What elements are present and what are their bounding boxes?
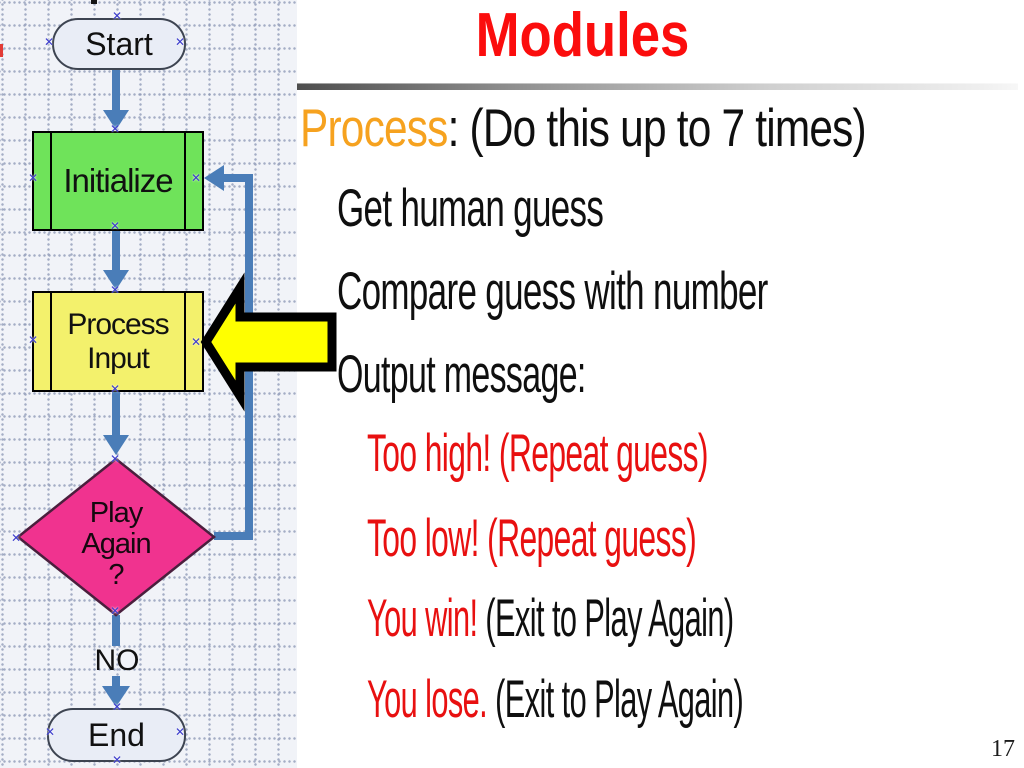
selection-handle-icon: ✕ [28, 171, 39, 185]
body-line-too-high: Too high! (Repeat guess) [367, 424, 709, 483]
body-line-output-message: Output message: [337, 345, 586, 404]
selection-handle-icon: ✕ [112, 9, 123, 23]
selection-handle-icon: ✕ [45, 725, 56, 739]
selection-handle-icon: ✕ [110, 604, 121, 618]
you-win-rest: (Exit to Play Again) [477, 589, 734, 648]
start-node-label: Start [85, 25, 153, 62]
selection-handle-icon: ✕ [28, 333, 39, 347]
initialize-node: Initialize [32, 131, 204, 231]
body-line-process-header: Process: (Do this up to 7 times) [300, 99, 867, 158]
decision-node-label: Play Again ? [81, 497, 151, 591]
module-stripe [50, 293, 52, 390]
you-win-keyword: You win! [367, 589, 478, 648]
you-lose-keyword: You lose. [367, 670, 488, 729]
selection-handle-icon: ✕ [11, 531, 22, 545]
selection-handle-icon: ✕ [110, 122, 121, 136]
selection-handle-icon: ✕ [175, 725, 186, 739]
selection-handle-icon: ✕ [112, 700, 123, 714]
selection-handle-icon: ✕ [44, 35, 55, 49]
slide-title: Modules [475, 1, 690, 70]
selection-handle-icon: ✕ [191, 171, 202, 185]
initialize-node-label: Initialize [63, 162, 173, 199]
selection-handle-icon: ✕ [110, 283, 121, 297]
end-node: End [47, 708, 186, 762]
module-stripe [184, 293, 186, 390]
selection-handle-icon: ✕ [112, 753, 123, 767]
end-node-label: End [88, 716, 145, 753]
no-branch-label: NO [94, 644, 140, 677]
module-stripe [184, 133, 186, 229]
body-line-you-lose: You lose. (Exit to Play Again) [367, 670, 744, 729]
process-input-node-label: Process Input [67, 307, 169, 375]
edge-artifact [0, 44, 3, 57]
process-header-rest: : (Do this up to 7 times) [447, 99, 867, 158]
process-keyword: Process [300, 99, 448, 158]
body-line-compare-guess: Compare guess with number [337, 262, 768, 321]
selection-handle-icon: ✕ [110, 382, 121, 396]
process-input-node: Process Input [32, 291, 204, 392]
module-stripe [50, 133, 52, 229]
edge-artifact [91, 0, 97, 4]
selection-handle-icon: ✕ [110, 452, 121, 466]
body-line-get-guess: Get human guess [337, 179, 604, 238]
you-lose-rest: (Exit to Play Again) [487, 670, 744, 729]
body-line-too-low: Too low! (Repeat guess) [367, 509, 697, 568]
start-node: Start [52, 18, 186, 70]
body-line-you-win: You win! (Exit to Play Again) [367, 592, 734, 645]
selection-handle-icon: ✕ [191, 335, 202, 349]
selection-handle-icon: ✕ [110, 219, 121, 233]
page-number: 17 [991, 736, 1015, 762]
selection-handle-icon: ✕ [175, 35, 186, 49]
title-divider [297, 83, 1018, 90]
